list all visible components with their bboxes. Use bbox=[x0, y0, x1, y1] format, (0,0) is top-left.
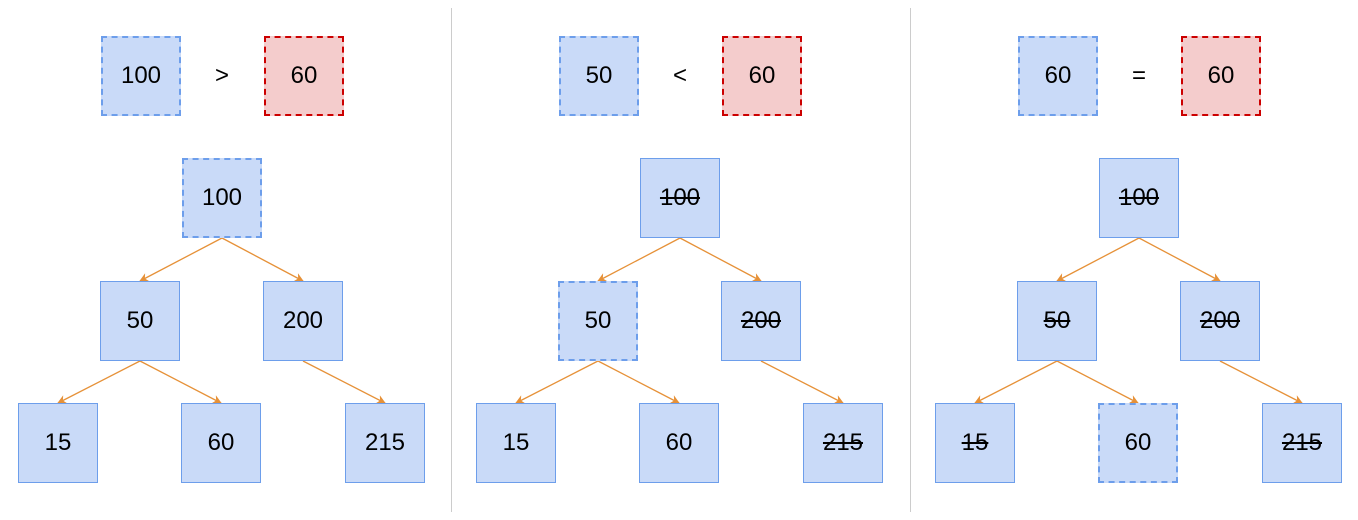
tree-node-215: 215 bbox=[1262, 403, 1342, 483]
tree-edges bbox=[974, 237, 1303, 404]
edge-100-to-50 bbox=[1056, 237, 1140, 282]
tree-node-100: 100 bbox=[640, 158, 720, 238]
current-value-box: 100 bbox=[101, 36, 181, 116]
target-value-box: 60 bbox=[722, 36, 802, 116]
tree-edges bbox=[515, 237, 844, 404]
tree-node-label: 100 bbox=[659, 184, 701, 211]
current-value-box: 50 bbox=[559, 36, 639, 116]
edge-100-to-200 bbox=[221, 237, 304, 282]
tree-node-15: 15 bbox=[476, 403, 556, 483]
tree-edges bbox=[57, 237, 386, 404]
edge-50-to-60 bbox=[139, 360, 222, 404]
tree-node-50: 50 bbox=[100, 281, 180, 361]
tree-node-label: 50 bbox=[126, 307, 154, 334]
panel-divider-2 bbox=[910, 8, 911, 512]
tree-node-15: 15 bbox=[935, 403, 1015, 483]
edge-50-to-15 bbox=[57, 360, 141, 404]
tree-node-215: 215 bbox=[345, 403, 425, 483]
tree-node-label: 50 bbox=[584, 307, 612, 334]
tree-node-50: 50 bbox=[558, 281, 638, 361]
search-step-panel-1: 100 >60 100 50 200 15 60 215 bbox=[0, 0, 452, 520]
tree-node-label: 15 bbox=[502, 429, 530, 456]
current-value-box: 60 bbox=[1018, 36, 1098, 116]
tree-node-label: 215 bbox=[1281, 429, 1323, 456]
tree-node-label: 200 bbox=[740, 307, 782, 334]
tree-node-60: 60 bbox=[181, 403, 261, 483]
tree-node-label: 100 bbox=[201, 184, 243, 211]
tree-node-label: 215 bbox=[822, 429, 864, 456]
edge-50-to-15 bbox=[515, 360, 599, 404]
tree-node-15: 15 bbox=[18, 403, 98, 483]
tree-node-label: 200 bbox=[282, 307, 324, 334]
edge-50-to-60 bbox=[597, 360, 680, 404]
tree-node-label: 15 bbox=[44, 429, 72, 456]
search-step-panel-2: 50 <60 100 50 200 15 60 215 bbox=[458, 0, 910, 520]
edge-200-to-215 bbox=[302, 360, 386, 404]
tree-node-label: 60 bbox=[1124, 429, 1152, 456]
target-value-box: 60 bbox=[264, 36, 344, 116]
tree-node-200: 200 bbox=[263, 281, 343, 361]
edge-200-to-215 bbox=[760, 360, 844, 404]
comparison-operator: < bbox=[672, 62, 687, 89]
search-step-panel-3: 60 = 60 100 50 200 15 60 215 bbox=[917, 0, 1358, 520]
edge-100-to-200 bbox=[679, 237, 762, 282]
tree-node-200: 200 bbox=[721, 281, 801, 361]
edge-200-to-215 bbox=[1219, 360, 1303, 404]
comparison-operator: = bbox=[1131, 62, 1146, 89]
target-value-box: 60 bbox=[1181, 36, 1261, 116]
tree-node-60: 60 bbox=[639, 403, 719, 483]
panel-divider-1 bbox=[451, 8, 452, 512]
tree-node-60: 60 bbox=[1098, 403, 1178, 483]
tree-node-100: 100 bbox=[1099, 158, 1179, 238]
edge-50-to-60 bbox=[1056, 360, 1139, 404]
comparison-operator: > bbox=[214, 62, 229, 89]
edge-100-to-50 bbox=[597, 237, 681, 282]
tree-node-label: 15 bbox=[961, 429, 989, 456]
tree-node-215: 215 bbox=[803, 403, 883, 483]
tree-node-200: 200 bbox=[1180, 281, 1260, 361]
tree-node-label: 60 bbox=[207, 429, 235, 456]
tree-node-label: 215 bbox=[364, 429, 406, 456]
tree-node-50: 50 bbox=[1017, 281, 1097, 361]
edge-50-to-15 bbox=[974, 360, 1058, 404]
tree-node-label: 100 bbox=[1118, 184, 1160, 211]
tree-node-100: 100 bbox=[182, 158, 262, 238]
tree-node-label: 60 bbox=[665, 429, 693, 456]
tree-node-label: 50 bbox=[1043, 307, 1071, 334]
edge-100-to-50 bbox=[139, 237, 223, 282]
edge-100-to-200 bbox=[1138, 237, 1221, 282]
tree-node-label: 200 bbox=[1199, 307, 1241, 334]
